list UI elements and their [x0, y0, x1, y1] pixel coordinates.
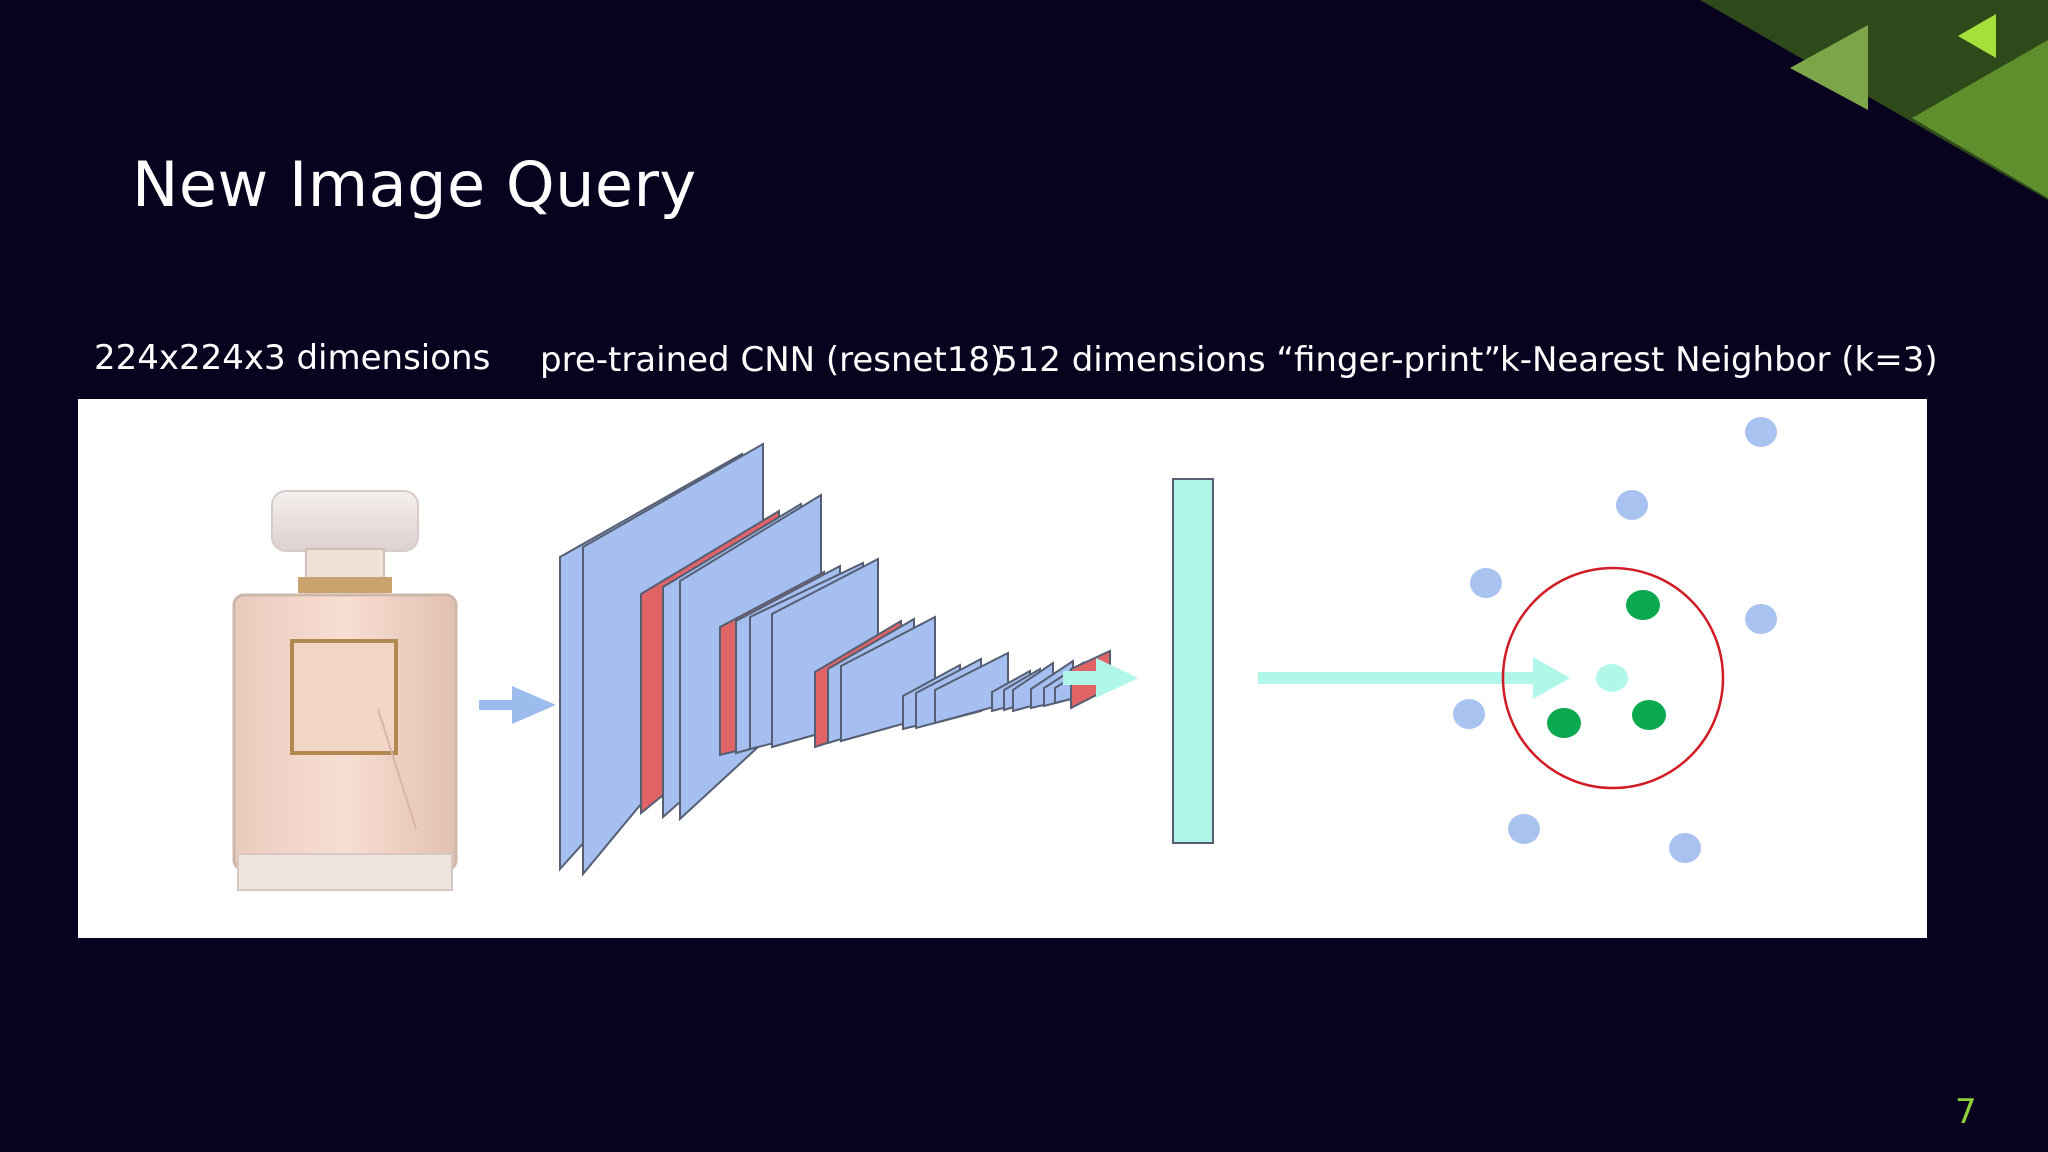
corner-triangle-small [1958, 14, 1996, 58]
pipeline-diagram [78, 399, 1927, 938]
data-point [1745, 417, 1777, 447]
arrow-image-to-cnn-icon [479, 686, 556, 724]
slide-title: New Image Query [132, 148, 697, 221]
cnn-label: pre-trained CNN (resnet18) [540, 340, 1004, 380]
bottle-cap [271, 490, 419, 552]
feature-vector-bar [1172, 478, 1214, 844]
data-point [1669, 833, 1701, 863]
data-point [1453, 699, 1485, 729]
knn-label: k-Nearest Neighbor (k=3) [1500, 340, 1938, 380]
corner-triangle-left [1790, 25, 1868, 110]
neighbor-point [1632, 700, 1666, 730]
arrow-cnn-to-feature-icon [1063, 658, 1138, 698]
arrow-feature-to-knn-icon [1258, 657, 1570, 699]
query-point [1596, 664, 1628, 692]
corner-triangle-mid [1912, 40, 2048, 198]
bottle-collar [298, 577, 392, 593]
data-point [1470, 568, 1502, 598]
data-point [1616, 490, 1648, 520]
bottle-reflection [377, 708, 417, 830]
bottle-base [237, 853, 453, 891]
neighbor-point [1547, 708, 1581, 738]
perfume-bottle-icon [232, 490, 458, 891]
neighbor-point [1626, 590, 1660, 620]
input-dimensions-label: 224x224x3 dimensions [94, 338, 491, 378]
knn-scatter-plot [1453, 417, 1777, 863]
data-point [1745, 604, 1777, 634]
bottle-label [290, 639, 398, 755]
data-point [1508, 814, 1540, 844]
corner-triangle-large [1700, 0, 2048, 200]
page-number: 7 [1955, 1092, 1977, 1132]
fingerprint-label: 512 dimensions “finger-print” [996, 340, 1502, 380]
knn-radius-circle [1501, 566, 1725, 790]
cnn-layers-diagram [559, 442, 1111, 877]
